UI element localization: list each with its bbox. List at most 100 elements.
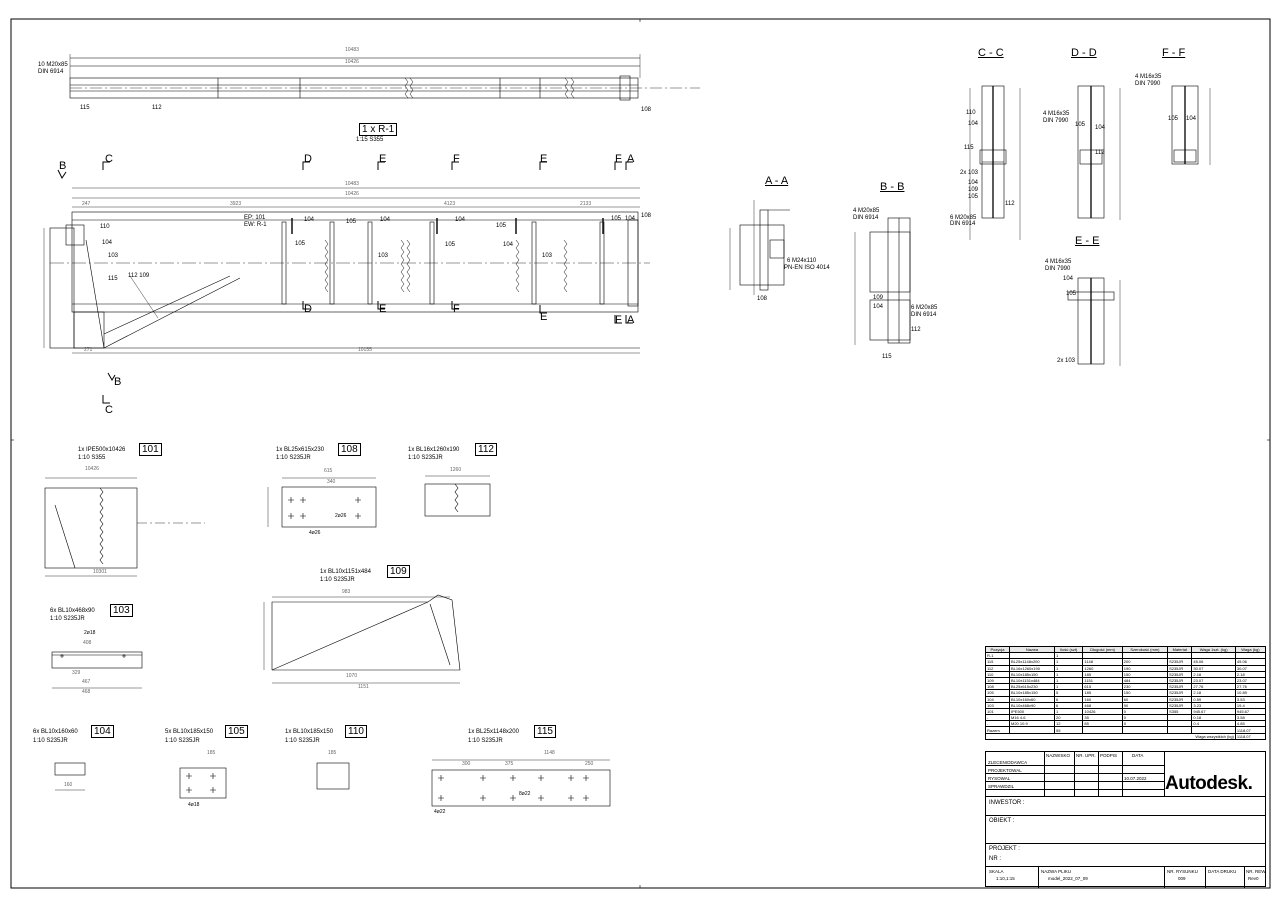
tb-nr-rys-label: NR. RYSUNKU — [1167, 869, 1198, 874]
section-cc-pos-112: 112 — [1005, 201, 1015, 207]
assembly-scale: 1:15 S355 — [356, 137, 384, 143]
section-marker-b-top: B — [59, 160, 67, 172]
section-cc-bolt: 6 M20x85 — [950, 215, 977, 221]
part-101-scale: 1:10 S355 — [78, 455, 106, 461]
section-dd-pos-112: 112 — [1095, 150, 1105, 156]
section-ff-bolt: 4 M16x35 — [1135, 74, 1162, 80]
section-aa-title: A - A — [765, 175, 789, 187]
main-pos-105-e: 105 — [611, 216, 622, 222]
tb-data-label: DATA DRUKU — [1208, 869, 1237, 874]
section-cc-norm: DIN 6914 — [950, 221, 976, 227]
section-marker-e-top: E — [379, 153, 387, 165]
part-103-dim-c: 467 — [82, 679, 91, 685]
main-dim-total: 10483 — [345, 181, 359, 187]
part-105-drawing — [179, 767, 227, 799]
section-aa-norm: PN-EN ISO 4014 — [784, 265, 830, 271]
main-ep: EP: 101 — [244, 215, 266, 221]
section-dd-title: D - D — [1071, 47, 1097, 59]
tb-col-nazwisko: NAZWISKO — [1046, 753, 1071, 758]
part-115-label: 1x BL25x1148x200 — [468, 729, 519, 735]
section-ee-pos-105: 105 — [1066, 291, 1077, 297]
tb-row-projektowal: PROJEKTOWAL — [988, 768, 1022, 773]
top-pos-115: 115 — [80, 105, 90, 111]
section-dd-norm: DIN 7990 — [1043, 118, 1069, 124]
top-dim-total: 10483 — [345, 47, 359, 53]
tb-row-zleceniodawca: ZLECENIODAWCA — [988, 760, 1028, 765]
tb-nr: NR : — [989, 856, 1001, 862]
main-dim-bottom: 10155 — [358, 347, 372, 353]
part-108-label: 1x BL25x615x230 — [276, 447, 325, 453]
part-115-holes-a: 8ø22 — [519, 791, 531, 797]
bom-grand-label: Waga wszystkich (kg) — [985, 732, 1236, 740]
part-109-dim-b: 1070 — [346, 673, 358, 679]
section-cc-pos-110: 110 — [966, 110, 976, 116]
main-elevation — [43, 161, 650, 404]
part-109-id: 109 — [387, 565, 410, 578]
section-ee-title: E - E — [1075, 235, 1100, 247]
section-bb-pos-104: 104 — [873, 304, 884, 310]
part-103-label: 6x BL10x468x90 — [50, 608, 95, 614]
sheet-border — [10, 18, 1271, 889]
section-bb-norm2: DIN 6914 — [911, 312, 937, 318]
section-marker-c-bottom: C — [105, 404, 113, 416]
section-aa-pos: 108 — [757, 296, 768, 302]
bom-grand-value: 1118.07 — [1234, 732, 1267, 740]
part-101-dim-a: 10426 — [85, 466, 99, 472]
main-pos-105-b: 105 — [346, 219, 357, 225]
section-marker-f-bottom: F — [453, 303, 460, 315]
tb-skala-label: SKALA — [989, 869, 1004, 874]
main-dim-3923: 3923 — [230, 201, 242, 207]
part-108-drawing — [267, 477, 377, 528]
tb-row-rysowal: RYSOWAL — [988, 776, 1011, 781]
tb-obiekt: OBIEKT : — [989, 818, 1015, 824]
top-bolt-spec: 10 M20x85 — [38, 62, 68, 68]
main-pos-105-c: 105 — [445, 242, 456, 248]
section-cc-drawing — [969, 85, 1021, 240]
main-dim-271: 271 — [84, 347, 93, 353]
part-103-drawing — [51, 651, 143, 689]
part-110-dim: 185 — [328, 750, 337, 756]
top-view — [69, 54, 700, 101]
section-dd-drawing — [1077, 85, 1121, 220]
section-bb-drawing — [854, 217, 911, 345]
part-115-dim-d: 250 — [585, 761, 594, 767]
main-pos-105-a: 105 — [295, 241, 306, 247]
part-104-label: 6x BL10x160x60 — [33, 729, 78, 735]
part-115-dim-a: 1148 — [544, 750, 555, 756]
section-bb-bolt2: 6 M20x85 — [911, 305, 938, 311]
tb-inwestor: INWESTOR : — [989, 800, 1025, 806]
main-ew: EW: R-1 — [244, 222, 267, 228]
tb-col-data: DATA — [1132, 753, 1144, 758]
top-dim-inner: 10426 — [345, 59, 359, 65]
part-112-scale: 1:10 S235JR — [408, 455, 443, 461]
part-104-drawing — [54, 762, 86, 791]
main-pos-110: 110 — [100, 224, 110, 230]
section-bb-norm: DIN 6914 — [853, 215, 879, 221]
tb-nazwa-label: NAZWA PLIKU — [1041, 869, 1072, 874]
part-101-dim-b: 10301 — [93, 569, 107, 575]
section-marker-d-top: D — [304, 153, 312, 165]
main-dim-247: 247 — [82, 201, 91, 207]
main-pos-103-c: 103 — [542, 253, 553, 259]
part-105-scale: 1:10 S235JR — [165, 738, 200, 744]
part-103-dim-d: 468 — [82, 689, 91, 695]
part-109-drawing — [263, 594, 461, 684]
section-cc-title: C - C — [978, 47, 1004, 59]
section-marker-c-top: C — [105, 153, 113, 165]
part-108-dim-a: 615 — [324, 468, 333, 474]
section-ee-drawing — [1067, 277, 1121, 366]
bom-header-row: Pozycja Nazwa Ilość (szt) Długość (mm) S… — [985, 645, 1267, 654]
part-103-id: 103 — [110, 604, 133, 617]
part-109-scale: 1:10 S235JR — [320, 577, 355, 583]
section-dd-pos-105: 105 — [1075, 122, 1086, 128]
section-ff-pos-105: 105 — [1168, 116, 1179, 122]
section-aa-drawing — [729, 200, 790, 295]
part-104-dim: 160 — [64, 782, 73, 788]
section-cc-pos-109: 109 — [968, 187, 979, 193]
tb-col-podpis: PODPIS — [1100, 753, 1118, 758]
tb-row-sprawdzil: SPRAWDZIL — [988, 784, 1015, 789]
section-ff-pos-104: 104 — [1186, 116, 1197, 122]
